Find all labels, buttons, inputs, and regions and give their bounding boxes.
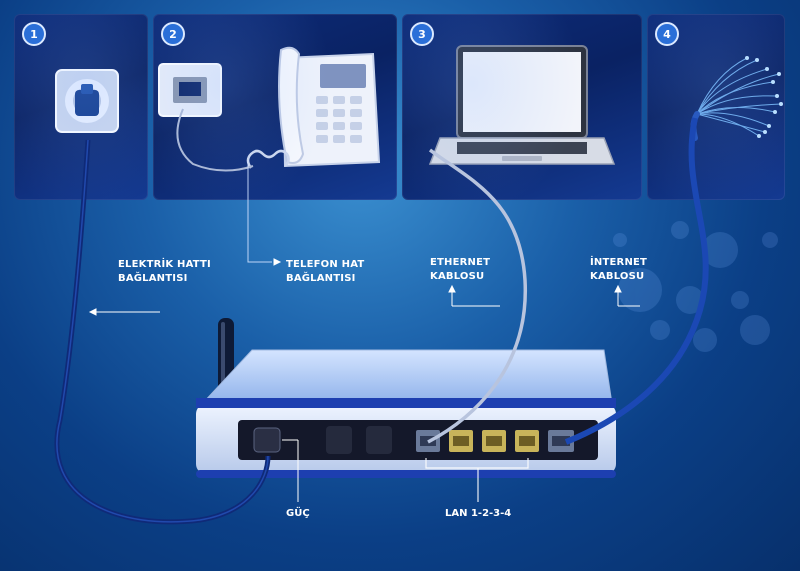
label-line: BAĞLANTISI xyxy=(118,273,188,284)
panel-laptop: 3 xyxy=(402,14,642,200)
ethernet-cable xyxy=(427,148,527,444)
label-lan: LAN 1-2-3-4 xyxy=(445,508,512,519)
label-line: KABLOSU xyxy=(590,271,645,282)
label-telephone-line: TELEFON HAT BAĞLANTISI xyxy=(286,258,364,286)
label-line: BAĞLANTISI xyxy=(286,273,356,284)
panel-number-badge: 3 xyxy=(410,22,434,46)
label-power-line: ELEKTRİK HATTI BAĞLANTISI xyxy=(118,258,211,286)
panel-fiber: 4 xyxy=(647,14,785,200)
label-line: TELEFON HAT xyxy=(286,259,365,270)
internet-cable xyxy=(564,117,709,445)
label-line: ELEKTRİK HATTI xyxy=(118,259,211,270)
panel-number-badge: 4 xyxy=(655,22,679,46)
label-internet-cable: İNTERNET KABLOSU xyxy=(590,256,647,284)
panel-number-badge: 1 xyxy=(22,22,46,46)
power-port xyxy=(253,427,281,453)
label-line: KABLOSU xyxy=(430,271,485,282)
panel-telephone: 2 xyxy=(153,14,397,200)
label-ethernet-cable: ETHERNET KABLOSU xyxy=(430,256,490,284)
panel-power: 1 xyxy=(14,14,148,200)
label-power: GÜÇ xyxy=(286,508,310,519)
panel-number-badge: 2 xyxy=(161,22,185,46)
label-line: İNTERNET xyxy=(590,257,648,268)
label-line: ETHERNET xyxy=(430,257,491,268)
